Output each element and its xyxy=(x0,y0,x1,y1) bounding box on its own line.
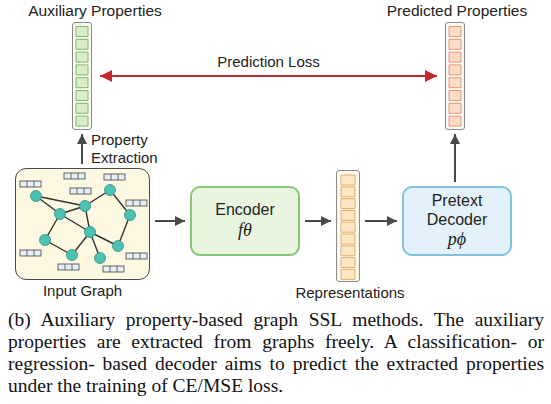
caption-holder: Auxiliary Properties xyxy=(28,2,162,20)
encoder-box: Encoderfθ xyxy=(190,186,300,256)
property-column: Auxiliary Properties xyxy=(72,22,92,130)
figure-caption: (b) Auxiliary property-based graph SSL m… xyxy=(8,309,544,397)
flow-arrow xyxy=(155,220,185,222)
decoder-box: Pretext Decoderpϕ xyxy=(402,186,512,256)
loss-arrow xyxy=(100,75,437,77)
flow-arrow xyxy=(454,134,456,182)
math-symbol: fθ xyxy=(238,220,252,241)
node-label: Predicted Properties xyxy=(387,2,527,20)
graph-box: Input Graph xyxy=(15,168,150,280)
node-label: Encoder xyxy=(215,201,275,219)
flow-arrow xyxy=(305,220,331,222)
caption-holder: Predicted Properties xyxy=(387,2,527,20)
node-label: Pretext Decoder xyxy=(411,192,503,229)
node-label: Representations xyxy=(295,284,404,301)
edge-label: Property Extraction xyxy=(91,131,171,167)
flow-arrow xyxy=(81,134,83,164)
edge-label: Prediction Loss xyxy=(217,53,320,71)
caption-holder: Input Graph xyxy=(43,282,122,299)
representation-column: Representations xyxy=(336,170,360,282)
property-column: Predicted Properties xyxy=(445,22,465,130)
node-label: Input Graph xyxy=(43,282,122,299)
node-label: Auxiliary Properties xyxy=(28,2,162,20)
flow-arrow xyxy=(365,220,397,222)
math-symbol: pϕ xyxy=(448,229,466,250)
caption-holder: Representations xyxy=(295,284,404,301)
